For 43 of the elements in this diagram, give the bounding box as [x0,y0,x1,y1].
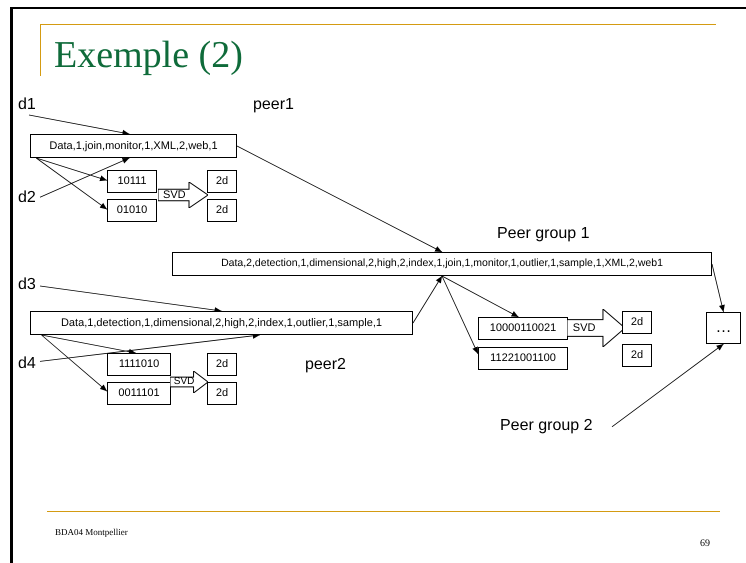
data-box: 10000110021 [478,317,568,340]
data-box: 2d [622,344,652,367]
node-label: d4 [18,356,36,372]
node-label: d1 [18,97,36,113]
data-box: 2d [622,311,652,334]
peer-label: peer2 [305,357,346,373]
data-box: 2d [207,353,237,376]
data-box: 10111 [107,170,157,193]
arrow [36,158,108,182]
data-box: 1111010 [107,353,171,376]
node-label: d3 [18,277,36,293]
arrow [40,158,130,198]
data-box: 2d [207,199,237,222]
node-label: Peer group 2 [500,418,593,434]
arrow [28,114,130,136]
page-number: 69 [700,539,710,549]
arrow [236,146,442,252]
arrow [36,158,108,210]
arrow [40,332,260,362]
node-label: d2 [18,190,36,206]
arrow [712,264,725,312]
arrow [41,334,136,355]
data-box: … [706,312,741,344]
data-box: 2d [207,170,237,193]
data-box: 2d [207,382,237,405]
arrow [41,334,108,392]
arrow [40,286,222,314]
data-box: Data,1,join,monitor,1,XML,2,web,1 [30,134,237,158]
arrow [442,276,519,318]
data-box: Data,2,detection,1,dimensional,2,high,2,index,1,join,1,monitor,1,outlier,1,sample,1,XML,2,web1 [172,252,712,276]
arrow-label: SVD [572,322,596,334]
arrow [612,344,724,428]
peer-label: peer1 [253,97,294,113]
data-box: Data,1,detection,1,dimensional,2,high,2,index,1,outlier,1,sample,1 [30,311,413,335]
arrow-label: SVD [163,190,186,200]
arrow [412,276,442,324]
data-box: 11221001100 [478,347,568,370]
data-box: 0011101 [107,382,171,405]
group-heading: Peer group 1 [497,226,591,244]
slide-title: Exemple (2) [54,36,243,74]
arrow [442,276,478,354]
footer-text: BDA04 Montpellier [55,528,128,537]
data-box: 01010 [107,199,157,222]
